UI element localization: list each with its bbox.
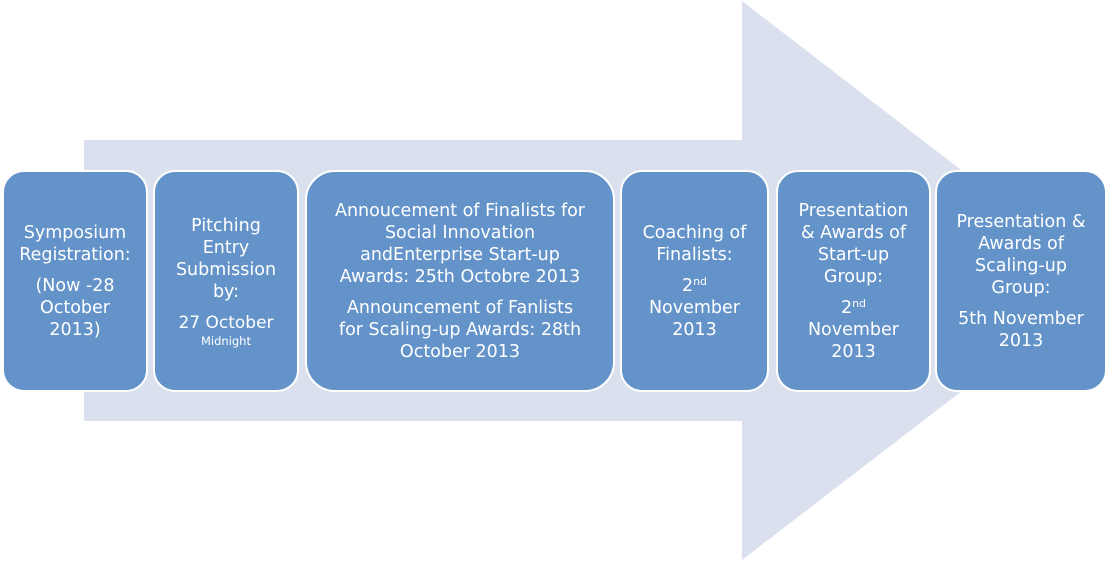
- step-day-suffix: nd: [693, 274, 708, 288]
- step-date-line: 2013: [672, 319, 717, 340]
- step-text-line: Social Innovation: [384, 222, 536, 243]
- step-label-line: Awards of: [978, 233, 1064, 254]
- step-symposium-registration: Symposium Registration: (Now -28 October…: [2, 170, 148, 392]
- step-date-line: 2013: [998, 330, 1044, 351]
- step-label-line: Presentation: [798, 200, 909, 221]
- step-coaching-of-finalists: Coaching of Finalists: 2nd November 2013: [620, 170, 769, 392]
- step-day: 2: [840, 297, 853, 318]
- step-date-line: November: [648, 297, 741, 318]
- step-label-line: Submission: [175, 259, 277, 280]
- step-pitching-entry-submission: Pitching Entry Submission by: 27 October…: [153, 170, 299, 392]
- step-day-suffix: nd: [852, 296, 867, 310]
- step-label-line: Start-up: [817, 244, 890, 265]
- step-label-line: Pitching: [191, 215, 261, 236]
- step-label-line: Group:: [991, 277, 1051, 298]
- step-date-line: October: [39, 297, 111, 318]
- step-date-line: 5th November: [958, 308, 1084, 329]
- step-date-line: November: [807, 319, 900, 340]
- step-label-line: Symposium: [23, 222, 127, 243]
- step-label-line: Scaling-up: [975, 255, 1067, 276]
- step-label-line: Coaching of: [642, 222, 747, 243]
- step-label-line: Entry: [202, 237, 250, 258]
- step-date-line: 2013: [831, 341, 876, 362]
- step-label-line: Presentation &: [956, 211, 1086, 232]
- step-note: Midnight: [200, 333, 251, 348]
- step-label-line: by:: [212, 281, 240, 302]
- step-label-line: Registration:: [19, 244, 131, 265]
- step-label-line: Finalists:: [656, 244, 733, 265]
- step-date-line: 27 October: [178, 312, 274, 333]
- step-scaling-up-group-awards: Presentation & Awards of Scaling-up Grou…: [935, 170, 1107, 392]
- step-text-line: October 2013: [399, 341, 521, 362]
- step-text-line: Annoucement of Finalists for: [334, 200, 586, 221]
- step-date-line: (Now -28: [35, 275, 115, 296]
- step-label-line: Group:: [823, 266, 884, 287]
- step-text-line: for Scaling-up Awards: 28th: [338, 319, 582, 340]
- step-text-line: Awards: 25th Octobre 2013: [339, 266, 581, 287]
- step-text-line: Announcement of Fanlists: [346, 297, 574, 318]
- step-announcement-of-finalists: Annoucement of Finalists for Social Inno…: [305, 170, 615, 392]
- step-text-line: andEnterprise Start-up: [360, 244, 560, 265]
- step-date-line: 2013): [49, 319, 101, 340]
- step-startup-group-awards: Presentation & Awards of Start-up Group:…: [776, 170, 931, 392]
- step-label-line: & Awards of: [800, 222, 907, 243]
- step-day: 2: [681, 275, 694, 296]
